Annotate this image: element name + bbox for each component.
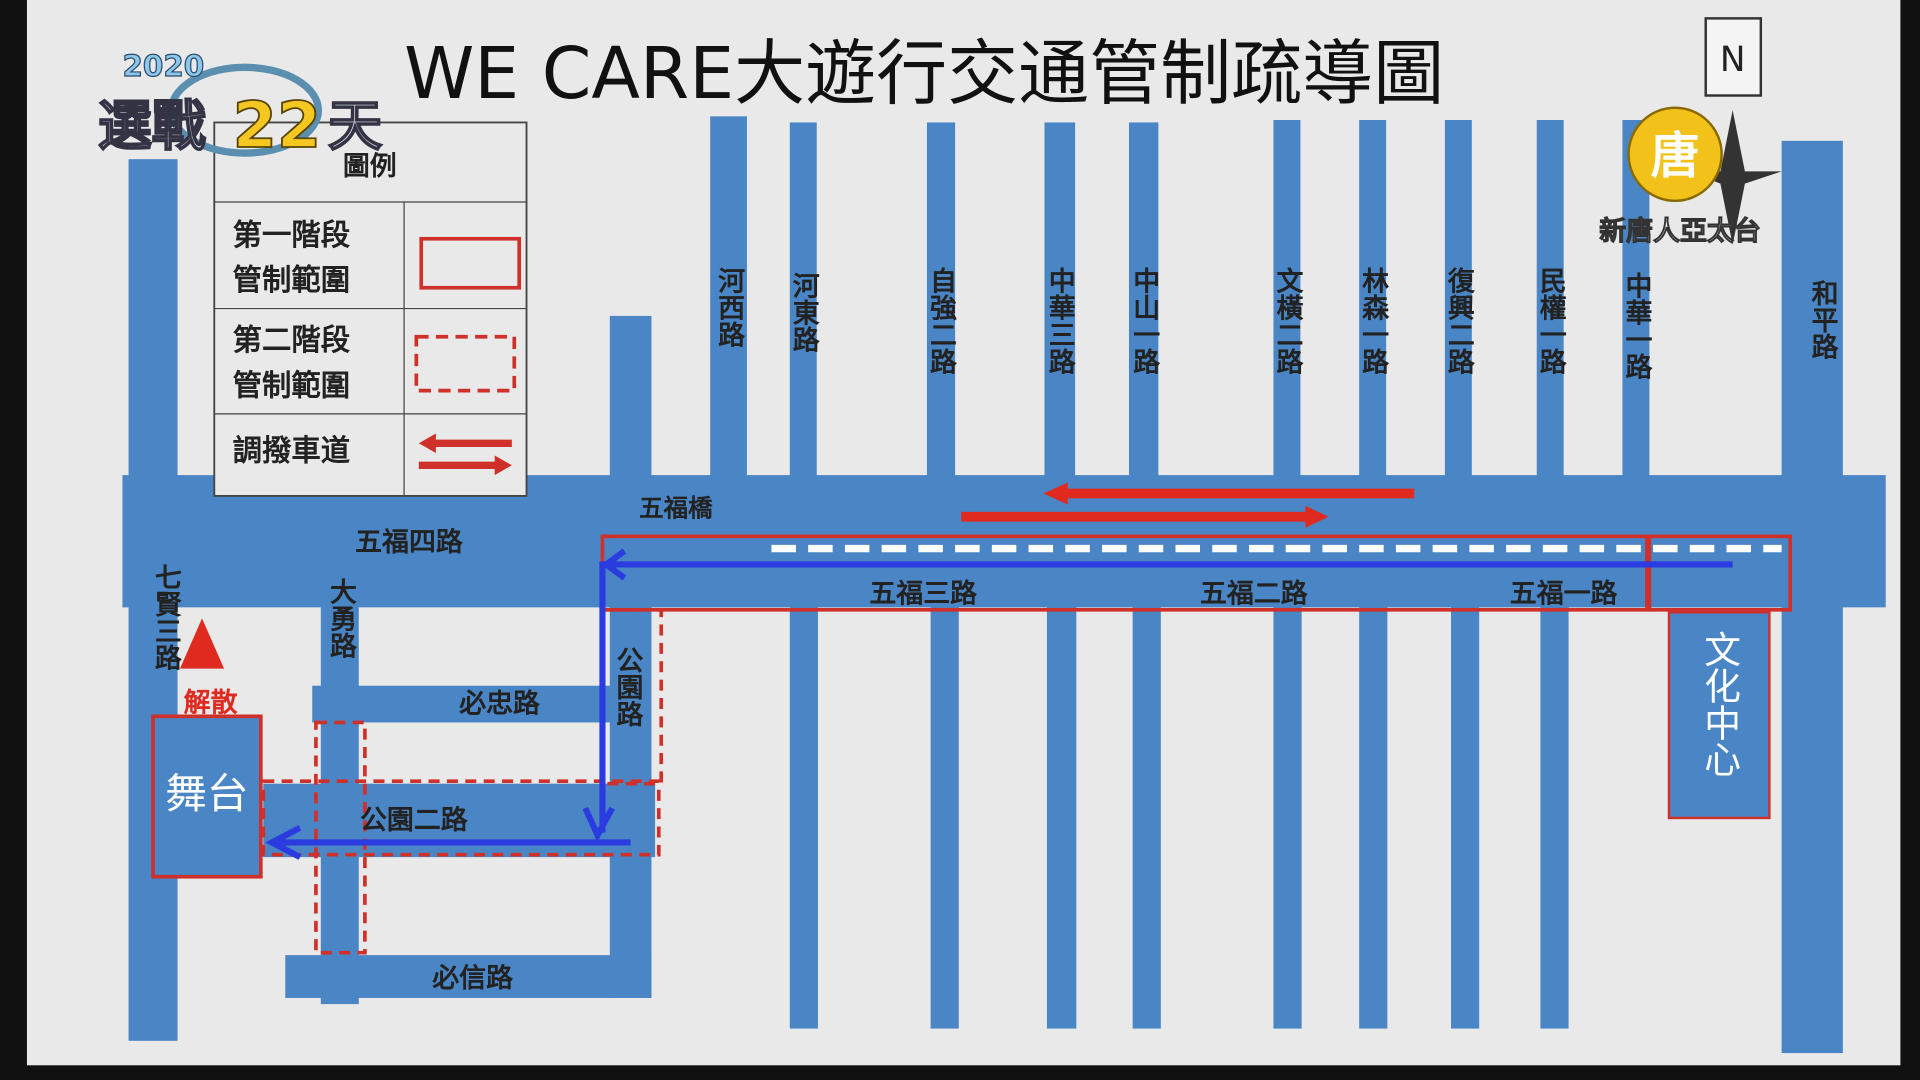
street-label: 五福四路 [355,526,464,558]
street-label: 民權一路 [1535,267,1566,375]
svg-text:選戰: 選戰 [98,94,206,157]
street-label: 自強二路 [925,266,956,375]
street-label: 五福三路 [869,577,978,609]
street-label: 河西路 [713,267,744,348]
north-label: N [1720,40,1746,80]
street-label: 七賢三路 [150,563,181,671]
svg-text:新唐人亞太台: 新唐人亞太台 [1599,215,1761,247]
legend-label: 第二階段 [233,323,351,357]
dashed-box-symbol [414,334,517,393]
street-label: 五福一路 [1510,577,1619,609]
street-label: 公園二路 [360,804,469,836]
street-label: 和平路 [1807,279,1838,360]
street-label: 必信路 [432,962,514,994]
legend-label: 管制範圍 [233,263,351,297]
double-arrow-icon [418,433,512,476]
compass-star-icon [1689,110,1782,245]
stage-box [151,714,263,879]
street-label: 五福二路 [1200,577,1309,609]
legend-heading: 圖例 [343,151,397,182]
north-box [1704,17,1763,97]
street-label: 必忠路 [459,688,541,720]
street-label: 林森一路 [1357,267,1388,375]
svg-text:唐: 唐 [1651,128,1700,185]
dispersal-label: 解散 [184,687,238,718]
solid-box-symbol [419,236,522,290]
legend: 圖例 第一階段 管制範圍 第二階段 管制範圍 調撥車道 [213,121,528,497]
svg-text:2020: 2020 [122,49,204,83]
street-label: 河東路 [788,272,819,353]
stage-label: 舞台 [165,769,248,818]
dispersal-triangle-icon [180,618,225,669]
legend-label: 管制範圍 [233,369,351,403]
street-label: 復興二路 [1443,266,1475,375]
map-title: WE CARE大遊行交通管制疏導圖 [404,32,1444,115]
street-label: 文橫二路 [1271,266,1302,375]
legend-label: 第一階段 [233,218,351,252]
street-label: 大勇路 [325,578,356,659]
channel-logo: 唐 新唐人亞太台 [1599,106,1761,247]
roads [122,116,1886,1054]
contraflow-arrows [961,482,1415,528]
phase1-zone [1647,534,1793,612]
street-label: 五福橋 [639,494,713,523]
culture-center-label: 文化中心 [1698,631,1741,778]
street-label: 中華三路 [1044,267,1075,375]
street-label: 中山一路 [1128,267,1159,375]
show-logo: 2020 選戰 22 天 [97,48,383,164]
culture-center-box [1667,611,1771,820]
legend-label: 調撥車道 [233,433,351,467]
street-label: 中華一路 [1620,272,1651,380]
street-label: 公園路 [611,647,642,728]
svg-text:22: 22 [233,89,322,163]
svg-text:天: 天 [328,94,382,157]
road-wufu [122,475,1886,608]
parade-route [265,548,1733,860]
